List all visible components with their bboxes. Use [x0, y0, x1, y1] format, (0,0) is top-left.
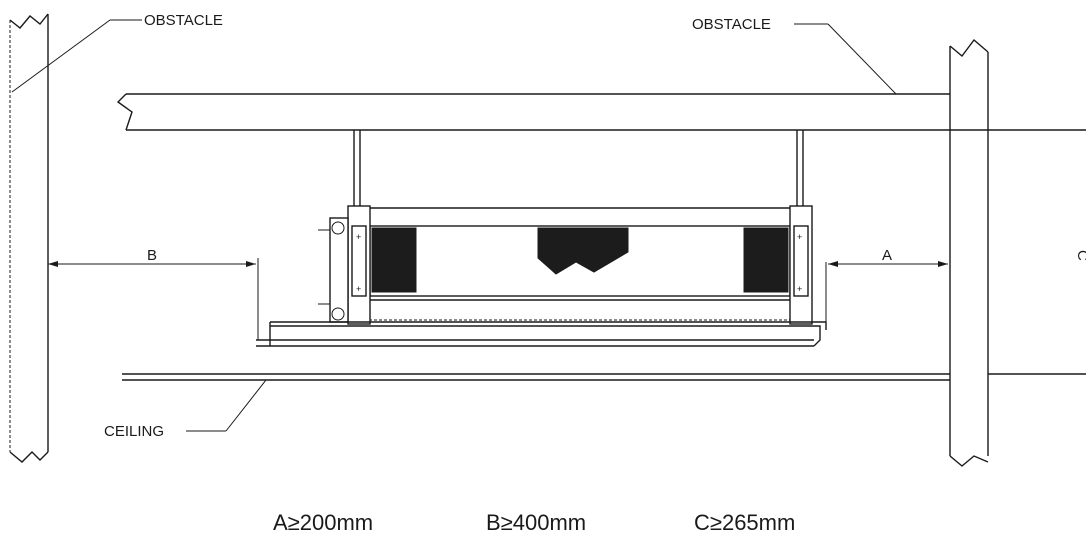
ceiling-lines	[122, 373, 1086, 381]
requirement-b: B≥400mm	[486, 510, 586, 534]
right-coil-block	[743, 227, 789, 293]
hanger-rods	[353, 130, 804, 206]
right-obstacle-wall	[949, 38, 989, 467]
svg-text:+: +	[797, 284, 802, 294]
dim-b-label: B	[147, 247, 157, 264]
svg-text:+: +	[797, 232, 802, 242]
svg-text:+: +	[356, 284, 361, 294]
dim-c-label: C	[1074, 250, 1086, 261]
dimension-a: A	[825, 247, 948, 322]
top-obstacle-beam	[116, 93, 1086, 131]
left-coil-block	[371, 227, 417, 293]
leader-obstacle-top: OBSTACLE	[692, 16, 897, 95]
obstacle-left-label: OBSTACLE	[144, 12, 223, 29]
blower-fan	[537, 227, 629, 275]
electrical-box	[318, 217, 349, 323]
drain-pan	[256, 321, 827, 347]
leader-obstacle-left: OBSTACLE	[11, 12, 223, 93]
dim-a-label: A	[882, 247, 892, 264]
left-obstacle-wall	[9, 13, 49, 463]
requirement-a: A≥200mm	[273, 510, 373, 534]
leader-ceiling: CEILING	[104, 379, 267, 440]
obstacle-top-label: OBSTACLE	[692, 16, 771, 33]
indoor-unit: + + + +	[256, 205, 827, 347]
dimension-b: B	[48, 247, 259, 340]
requirement-c: C≥265mm	[694, 510, 795, 534]
ceiling-label: CEILING	[104, 423, 164, 440]
svg-text:+: +	[356, 232, 361, 242]
